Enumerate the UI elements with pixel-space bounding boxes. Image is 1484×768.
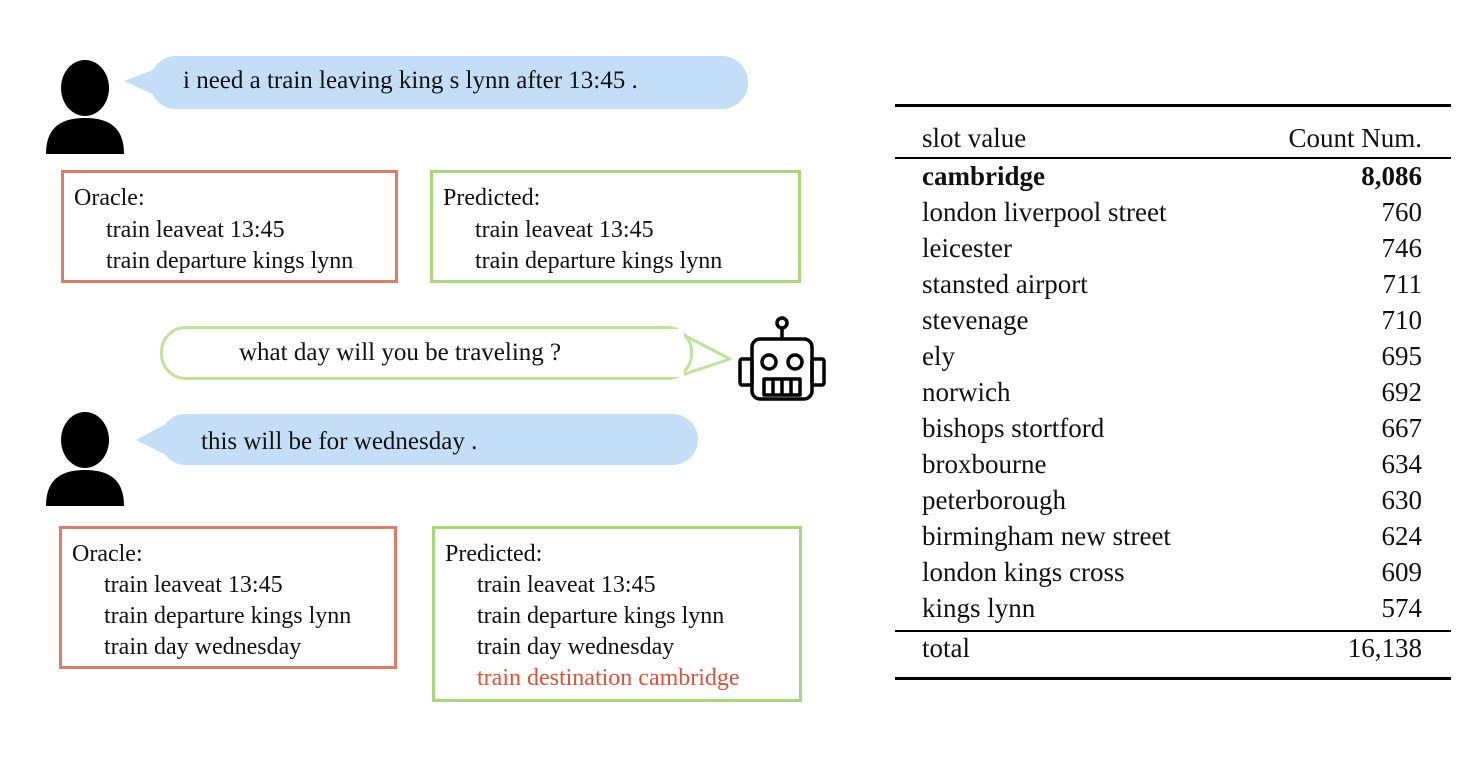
table-row: norwich 692 [895,374,1451,410]
predicted-error-slot: train destination cambridge [477,665,740,691]
table-row: london kings cross 609 [895,554,1451,590]
user-person-icon [46,60,124,154]
oracle-title: Oracle: [74,185,145,211]
bubble-tail-joint [670,329,684,377]
table-row: broxbourne 634 [895,446,1451,482]
predicted-slot: train day wednesday [477,634,675,660]
oracle-slot: train departure kings lynn [104,603,352,629]
system-utterance: what day will you be traveling ? [239,339,562,366]
table-row: kings lynn 574 [895,590,1451,626]
total-label: total [922,633,970,663]
slot-value: broxbourne [922,449,1047,479]
table-header-rule [895,157,1451,159]
slot-value: london kings cross [922,557,1125,587]
table-row: birmingham new street 624 [895,518,1451,554]
count: 692 [1381,377,1423,407]
predicted-title: Predicted: [443,185,541,211]
predicted-slot: train leaveat 13:45 [477,572,656,598]
slot-value: bishops stortford [922,413,1105,443]
predicted-slot: train leaveat 13:45 [475,217,654,243]
table-header-row: slot value Count Num. [895,120,1451,156]
user-utterance-2: this will be for wednesday . [201,428,478,455]
slot-value: peterborough [922,485,1066,515]
table-total-row: total 16,138 [895,630,1451,666]
table-row: ely 695 [895,338,1451,374]
predicted-state-box-1: Predicted: train leaveat 13:45 train dep… [430,170,801,283]
oracle-title: Oracle: [72,541,143,567]
table-top-rule [895,104,1451,107]
user-utterance-bubble-1 [150,56,748,109]
slot-value: kings lynn [922,593,1036,623]
count: 760 [1381,197,1423,227]
predicted-title: Predicted: [445,541,543,567]
user-utterance-1: i need a train leaving king s lynn after… [183,67,638,94]
slot-value: cambridge [922,161,1045,191]
count: 630 [1381,485,1423,515]
table-row: cambridge 8,086 [895,158,1451,194]
oracle-slot: train leaveat 13:45 [104,572,283,598]
header-slot-value: slot value [922,123,1027,153]
oracle-slot: train departure kings lynn [106,248,354,274]
user-person-icon [46,412,124,506]
slot-value: london liverpool street [922,197,1167,227]
table-row: london liverpool street 760 [895,194,1451,230]
table-row: stansted airport 711 [895,266,1451,302]
slot-value: birmingham new street [922,521,1171,551]
system-utterance-bubble [160,326,693,380]
predicted-slot: train departure kings lynn [477,603,725,629]
oracle-slot: train leaveat 13:45 [106,217,285,243]
table-row: leicester 746 [895,230,1451,266]
slot-value: leicester [922,233,1012,263]
table-bottom-rule [895,677,1451,680]
user-utterance-bubble-2 [160,414,698,465]
table-total-rule [895,630,1451,632]
slot-value: stansted airport [922,269,1088,299]
header-count: Count Num. [1288,123,1422,153]
predicted-state-box-2: Predicted: train leaveat 13:45 train dep… [432,526,802,702]
count: 574 [1381,593,1423,623]
table-row: bishops stortford 667 [895,410,1451,446]
predicted-slot: train departure kings lynn [475,248,723,274]
oracle-state-box-1: Oracle: train leaveat 13:45 train depart… [61,170,398,283]
count: 624 [1381,521,1423,551]
count: 8,086 [1361,161,1422,191]
count: 695 [1381,341,1423,371]
slot-value: norwich [922,377,1011,407]
count: 746 [1381,233,1423,263]
oracle-slot: train day wednesday [104,634,302,660]
slot-value: ely [922,341,955,371]
count: 634 [1381,449,1423,479]
count: 667 [1381,413,1423,443]
count: 609 [1381,557,1423,587]
table-row: peterborough 630 [895,482,1451,518]
table-row: stevenage 710 [895,302,1451,338]
slot-value: stevenage [922,305,1029,335]
count: 711 [1382,269,1423,299]
total-count: 16,138 [1347,633,1422,663]
oracle-state-box-2: Oracle: train leaveat 13:45 train depart… [59,526,397,669]
count: 710 [1381,305,1423,335]
robot-icon [738,316,826,401]
